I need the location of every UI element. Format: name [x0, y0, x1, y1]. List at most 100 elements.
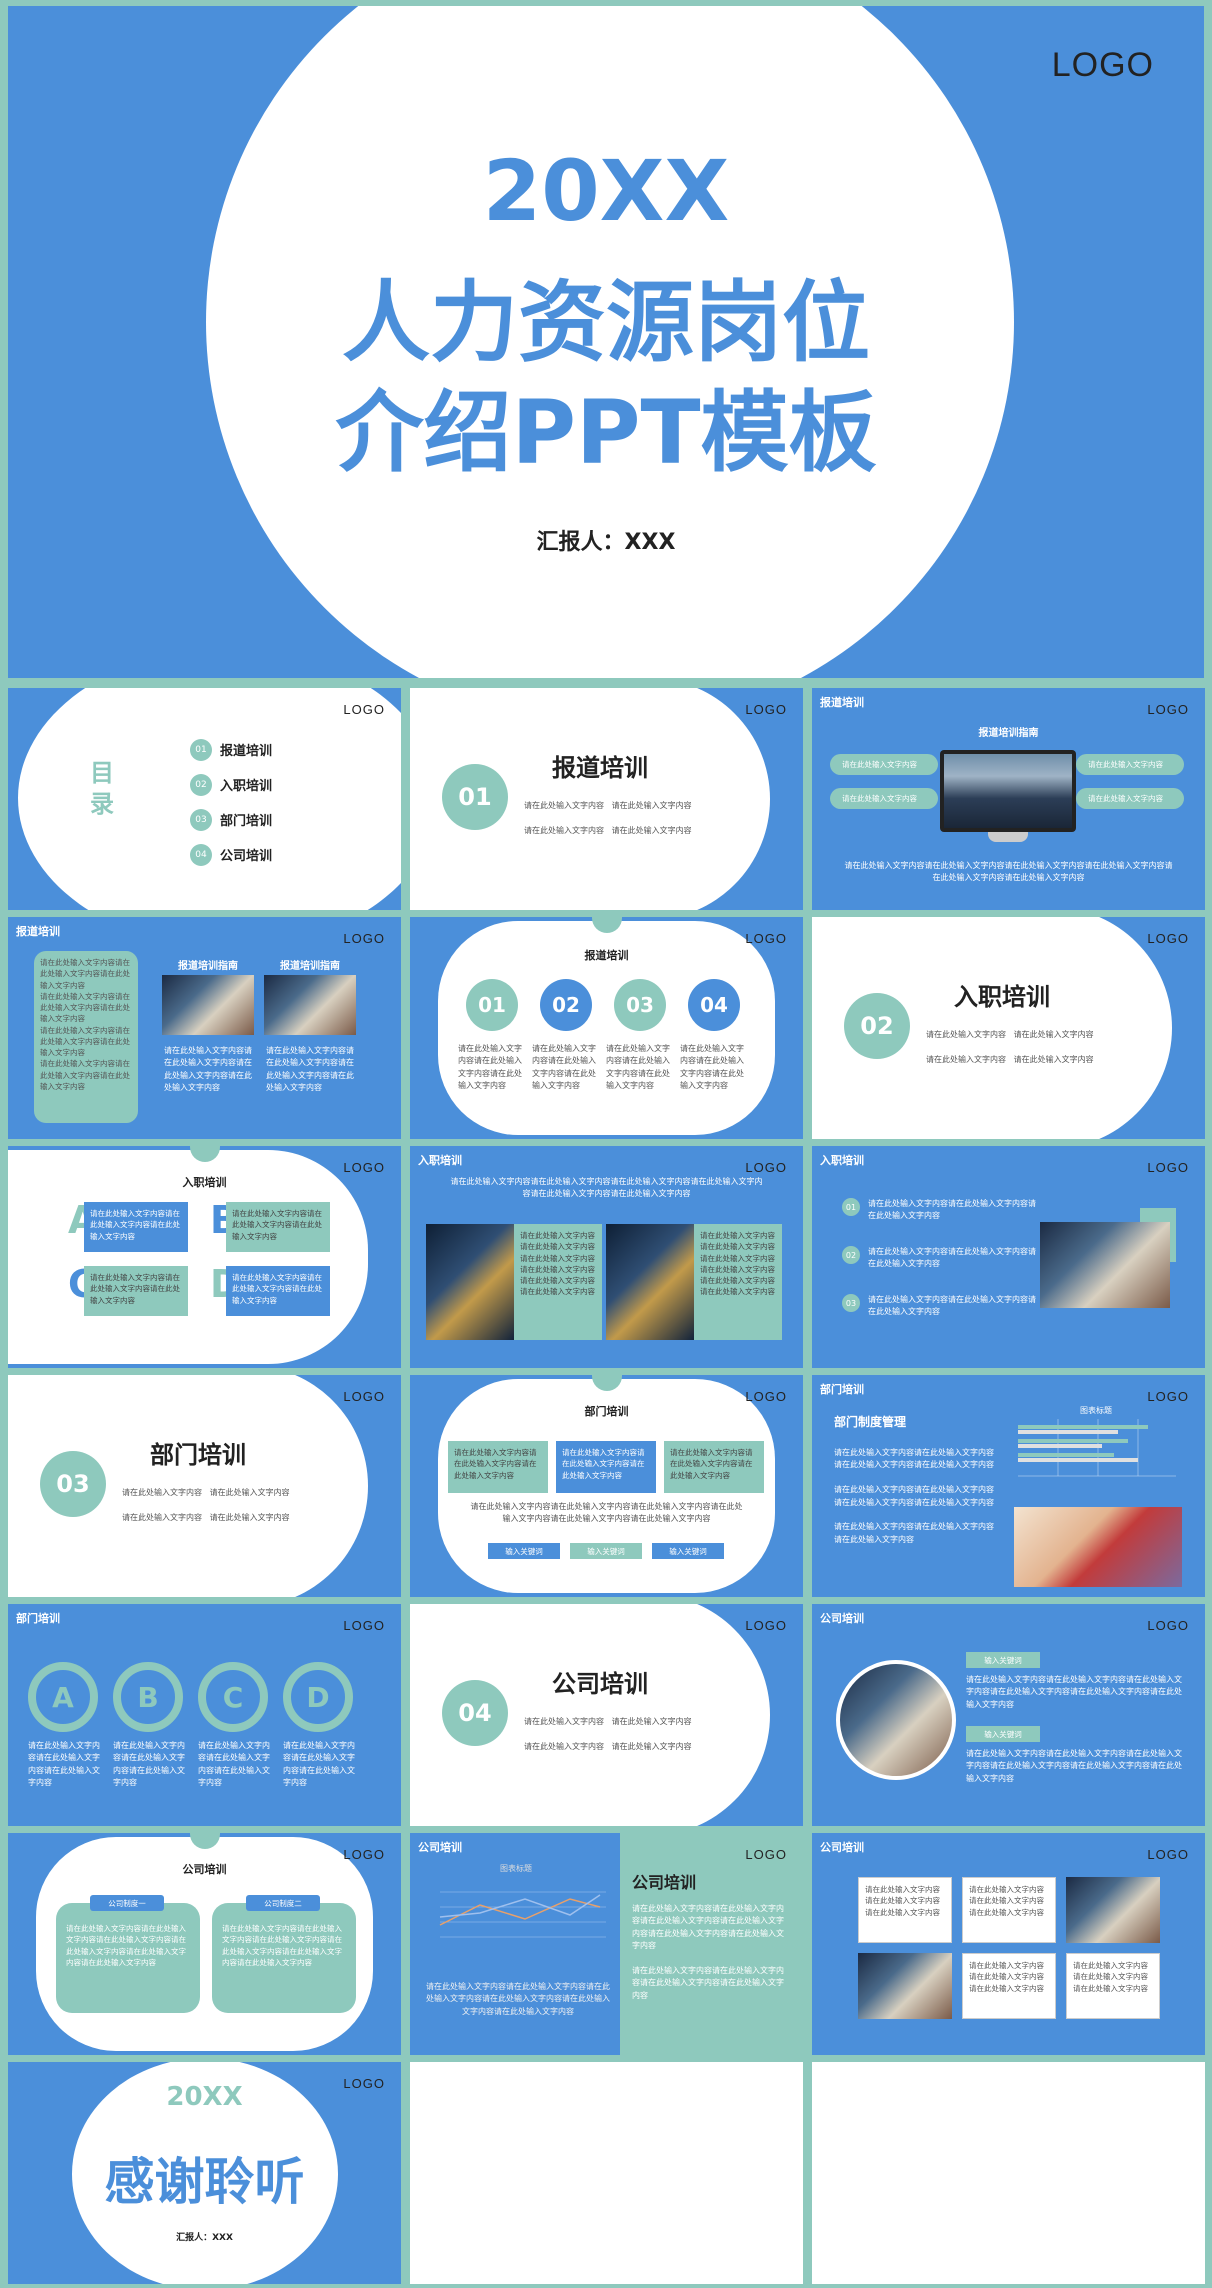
keyword-button[interactable]: 输入关键词 — [570, 1543, 642, 1559]
slide-tag: 部门培训 — [16, 1612, 60, 1625]
ring-text: 请在此处输入文字内容请在此处输入文字内容请在此处输入文字内容 — [283, 1741, 355, 1788]
step-text: 请在此处输入文字内容请在此处输入文字内容请在此处输入文字内容 — [458, 1044, 522, 1091]
slide-tag: 入职培训 — [820, 1154, 864, 1167]
chart-bar — [1018, 1458, 1138, 1462]
text-box: 请在此处输入文字内容请在此处输入文字内容请在此处输入文字内容 — [556, 1441, 656, 1493]
logo: LOGO — [745, 1847, 787, 1862]
text-box: 请在此处输入文字内容请在此处输入文字内容请在此处输入文字内容 — [448, 1441, 548, 1493]
slide-four-steps[interactable]: LOGO 报道培训 01 02 03 04 请在此处输入文字内容请在此处输入文字… — [410, 917, 803, 1139]
slide-section-01[interactable]: LOGO 01 报道培训 请在此处输入文字内容 请在此处输入文字内容请在此处输入… — [410, 688, 803, 910]
ring-text: 请在此处输入文字内容请在此处输入文字内容请在此处输入文字内容 — [198, 1741, 270, 1788]
series-line — [439, 1894, 601, 1918]
keyword-label: 输入关键词 — [966, 1726, 1040, 1742]
slide-guide-monitor[interactable]: 报道培训 LOGO 报道培训指南 请在此处输入文字内容 请在此处输入文字内容 请… — [812, 688, 1205, 910]
ring-letter[interactable]: C — [198, 1662, 268, 1732]
slide-guide-photos[interactable]: 报道培训 LOGO 请在此处输入文字内容请在此处输入文字内容请在此处输入文字内容… — [8, 917, 401, 1139]
logo: LOGO — [1147, 1847, 1189, 1862]
slide-thanks[interactable]: LOGO 20XX 感谢聆听 汇报人：XXX — [8, 2062, 401, 2284]
toc-item-label: 部门培训 — [220, 814, 273, 829]
hero-reporter: 汇报人：XXX — [536, 530, 676, 555]
slide-section-04[interactable]: LOGO 04 公司培训 请在此处输入文字内容 请在此处输入文字内容请在此处输入… — [410, 1604, 803, 1826]
toc-num: 04 — [190, 843, 212, 866]
ring-text: 请在此处输入文字内容请在此处输入文字内容请在此处输入文字内容 — [28, 1741, 100, 1788]
grid-photo — [858, 1953, 952, 2019]
slide-section-02[interactable]: LOGO 02 入职培训 请在此处输入文字内容 请在此处输入文字内容请在此处输入… — [812, 917, 1205, 1139]
slide-tag: 入职培训 — [418, 1154, 462, 1167]
chart-title: 图表标题 — [1080, 1406, 1112, 1415]
monitor-stand — [988, 832, 1028, 842]
body-text: 请在此处输入文字内容请在此处输入文字内容请在此处输入文字内容请在此处输入文字内容… — [470, 1502, 743, 1524]
slide-section-03[interactable]: LOGO 03 部门培训 请在此处输入文字内容 请在此处输入文字内容请在此处输入… — [8, 1375, 401, 1597]
section-text: 请在此处输入文字内容 请在此处输入文字内容请在此处输入文字内容 请在此处输入文字… — [926, 1030, 1094, 1064]
slide-company-chart[interactable]: 公司培训 LOGO 图表标题 请在此处输入文字内容请在此处输入文字内容请在此处输… — [410, 1833, 803, 2055]
blank-slide — [812, 2062, 1205, 2284]
toc-item-label: 入职培训 — [220, 779, 273, 794]
ring-letter[interactable]: D — [283, 1662, 353, 1732]
white-rounded-panel — [8, 1150, 368, 1364]
toc-item[interactable]: 01 报道培训 — [190, 732, 272, 767]
keyword-button[interactable]: 输入关键词 — [488, 1543, 560, 1559]
toc-item-label: 报道培训 — [220, 744, 273, 759]
column-heading: 报道培训指南 — [280, 961, 340, 972]
slide-company-system[interactable]: LOGO 公司培训 请在此处输入文字内容请在此处输入文字内容请在此处输入文字内容… — [8, 1833, 401, 2055]
hero-title-line1: 人力资源岗位 — [341, 271, 870, 374]
toc-num: 01 — [190, 738, 212, 761]
work-photo — [264, 975, 356, 1035]
ring-letter[interactable]: B — [113, 1662, 183, 1732]
hero-title-line2: 介绍PPT模板 — [335, 381, 877, 484]
intro-text: 请在此处输入文字内容请在此处输入文字内容请在此处输入文字内容请在此处输入文字内容… — [450, 1177, 763, 1199]
body-text: 请在此处输入文字内容请在此处输入文字内容请在此处输入文字内容请在此处输入文字内容… — [834, 1448, 994, 1544]
slide-tag: 报道培训 — [16, 925, 60, 938]
slide-tag: 部门培训 — [820, 1383, 864, 1396]
slide-dept-system[interactable]: 部门培训 LOGO 部门制度管理 请在此处输入文字内容请在此处输入文字内容请在此… — [812, 1375, 1205, 1597]
text-pill: 请在此处输入文字内容 — [830, 754, 938, 776]
slide-round-photo[interactable]: 公司培训 LOGO 输入关键词 请在此处输入文字内容请在此处输入文字内容请在此处… — [812, 1604, 1205, 1826]
title-slide[interactable]: LOGO 20XX 人力资源岗位 介绍PPT模板 汇报人：XXX — [8, 6, 1204, 678]
section-title: 部门培训 — [150, 1441, 246, 1469]
keyword-button[interactable]: 输入关键词 — [652, 1543, 724, 1559]
step-number: 02 — [540, 979, 592, 1031]
chart-bar — [1018, 1430, 1118, 1434]
chart-bar — [1018, 1453, 1114, 1457]
slide-glass-photos[interactable]: 入职培训 LOGO 请在此处输入文字内容请在此处输入文字内容请在此处输入文字内容… — [410, 1146, 803, 1368]
text-box: 请在此处输入文字内容请在此处输入文字内容请在此处输入文字内容 — [84, 1266, 188, 1316]
toc-label: 目录 — [90, 759, 114, 819]
section-text: 请在此处输入文字内容 请在此处输入文字内容请在此处输入文字内容 请在此处输入文字… — [122, 1488, 290, 1522]
toc-item-label: 公司培训 — [220, 849, 273, 864]
section-number: 04 — [442, 1680, 508, 1746]
chart-bar — [1018, 1444, 1102, 1448]
logo: LOGO — [343, 1160, 385, 1175]
column-text: 请在此处输入文字内容请在此处输入文字内容请在此处输入文字内容请在此处输入文字内容 — [164, 1046, 252, 1093]
keyword-text: 请在此处输入文字内容请在此处输入文字内容请在此处输入文字内容请在此处输入文字内容… — [966, 1675, 1182, 1709]
slide-heading: 报道培训 — [584, 949, 629, 962]
toc-num: 02 — [190, 773, 212, 796]
panel-text: 请在此处输入文字内容请在此处输入文字内容请在此处输入文字内容请在此处输入文字内容… — [632, 1904, 784, 2000]
step-number: 01 — [466, 979, 518, 1031]
slide-abcd-boxes[interactable]: LOGO 入职培训 A 请在此处输入文字内容请在此处输入文字内容请在此处输入文字… — [8, 1146, 401, 1368]
chart-title: 图表标题 — [500, 1864, 532, 1873]
text-panel: 请在此处输入文字内容请在此处输入文字内容请在此处输入文字内容请在此处输入文字内容… — [34, 951, 138, 1123]
logo: LOGO — [745, 1618, 787, 1633]
round-photo — [836, 1660, 956, 1780]
keyword-label: 输入关键词 — [966, 1652, 1040, 1668]
hero-white-circle — [206, 6, 1014, 678]
text-box: 请在此处输入文字内容请在此处输入文字内容请在此处输入文字内容 — [84, 1202, 188, 1252]
slide-three-columns[interactable]: LOGO 部门培训 请在此处输入文字内容请在此处输入文字内容请在此处输入文字内容… — [410, 1375, 803, 1597]
logo: LOGO — [343, 1618, 385, 1633]
chart-bar — [1018, 1425, 1148, 1429]
slide-photo-grid[interactable]: 公司培训 LOGO 请在此处输入文字内容请在此处输入文字内容请在此处输入文字内容… — [812, 1833, 1205, 2055]
grid-cell: 请在此处输入文字内容请在此处输入文字内容请在此处输入文字内容 — [962, 1877, 1056, 1943]
ring-letter[interactable]: A — [28, 1662, 98, 1732]
toc-white-shape — [18, 688, 401, 910]
toc-item[interactable]: 02 入职培训 — [190, 767, 272, 802]
slide-abcd-rings[interactable]: 部门培训 LOGO A B C D 请在此处输入文字内容请在此处输入文字内容请在… — [8, 1604, 401, 1826]
step-number: 04 — [688, 979, 740, 1031]
toc-item[interactable]: 04 公司培训 — [190, 837, 272, 872]
